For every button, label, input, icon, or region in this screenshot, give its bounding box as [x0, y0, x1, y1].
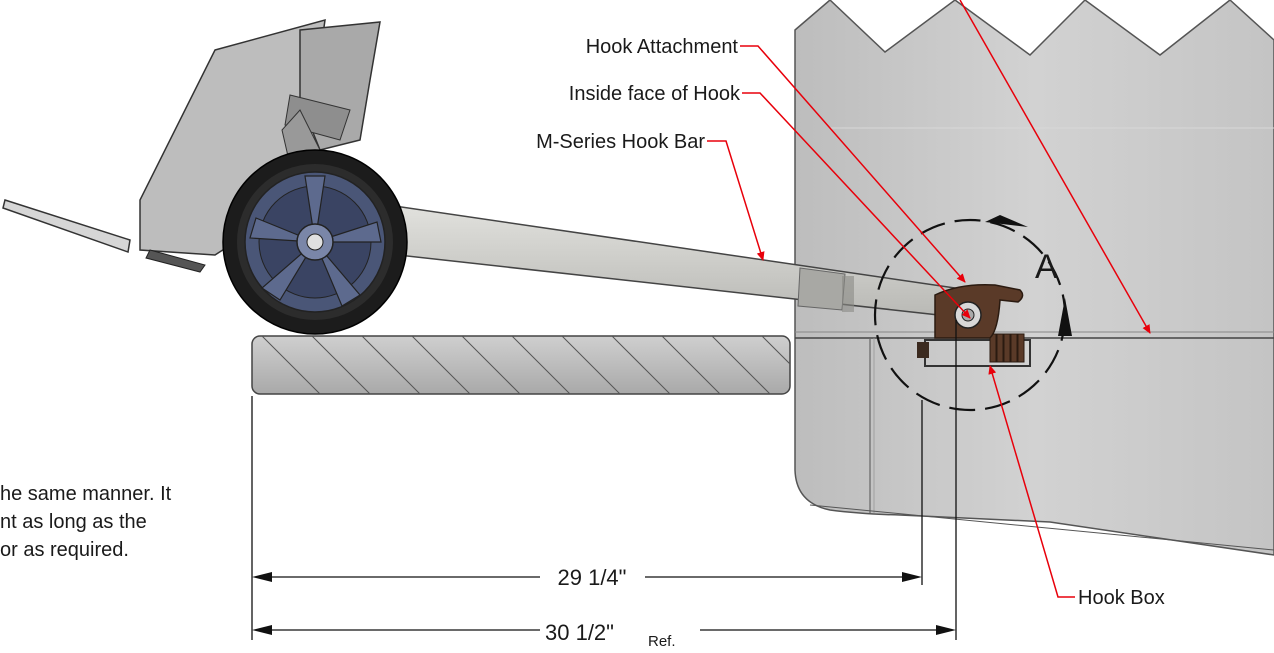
- callout-hook-box: Hook Box: [1078, 587, 1165, 609]
- dimension-outer-suffix: Ref.: [648, 633, 676, 650]
- rotation-arrow-right: [1058, 298, 1072, 336]
- leader-hook-box: [988, 365, 1075, 598]
- leader-inside-face: [742, 92, 971, 319]
- note: he same manner. It nt as long as the or …: [0, 483, 172, 561]
- note-line-1: he same manner. It: [0, 483, 172, 505]
- leader-hook-attachment: [740, 45, 966, 283]
- trailer-body: [794, 0, 1274, 556]
- note-line-3: or as required.: [0, 539, 129, 561]
- callout-hook-attachment: Hook Attachment: [586, 36, 739, 58]
- hook-box: [917, 333, 1031, 367]
- wheel: [222, 149, 408, 335]
- callout-inside-face: Inside face of Hook: [569, 83, 741, 105]
- dimension-lines: [251, 320, 957, 640]
- leader-top: [959, 0, 1151, 334]
- callout-leaders: [707, 0, 1151, 598]
- leader-hook-bar: [707, 140, 765, 261]
- detail-circle: A: [873, 215, 1072, 412]
- callout-hook-bar: M-Series Hook Bar: [536, 131, 705, 153]
- dimension-arrowheads: [252, 572, 956, 635]
- detail-label: A: [1035, 248, 1058, 286]
- dimension-inner: 29 1/4": [558, 565, 627, 590]
- dimension-outer: 30 1/2": [545, 620, 614, 645]
- rotation-arrow-top: [985, 215, 1028, 227]
- ground-platform: [251, 335, 791, 395]
- note-line-2: nt as long as the: [0, 511, 147, 533]
